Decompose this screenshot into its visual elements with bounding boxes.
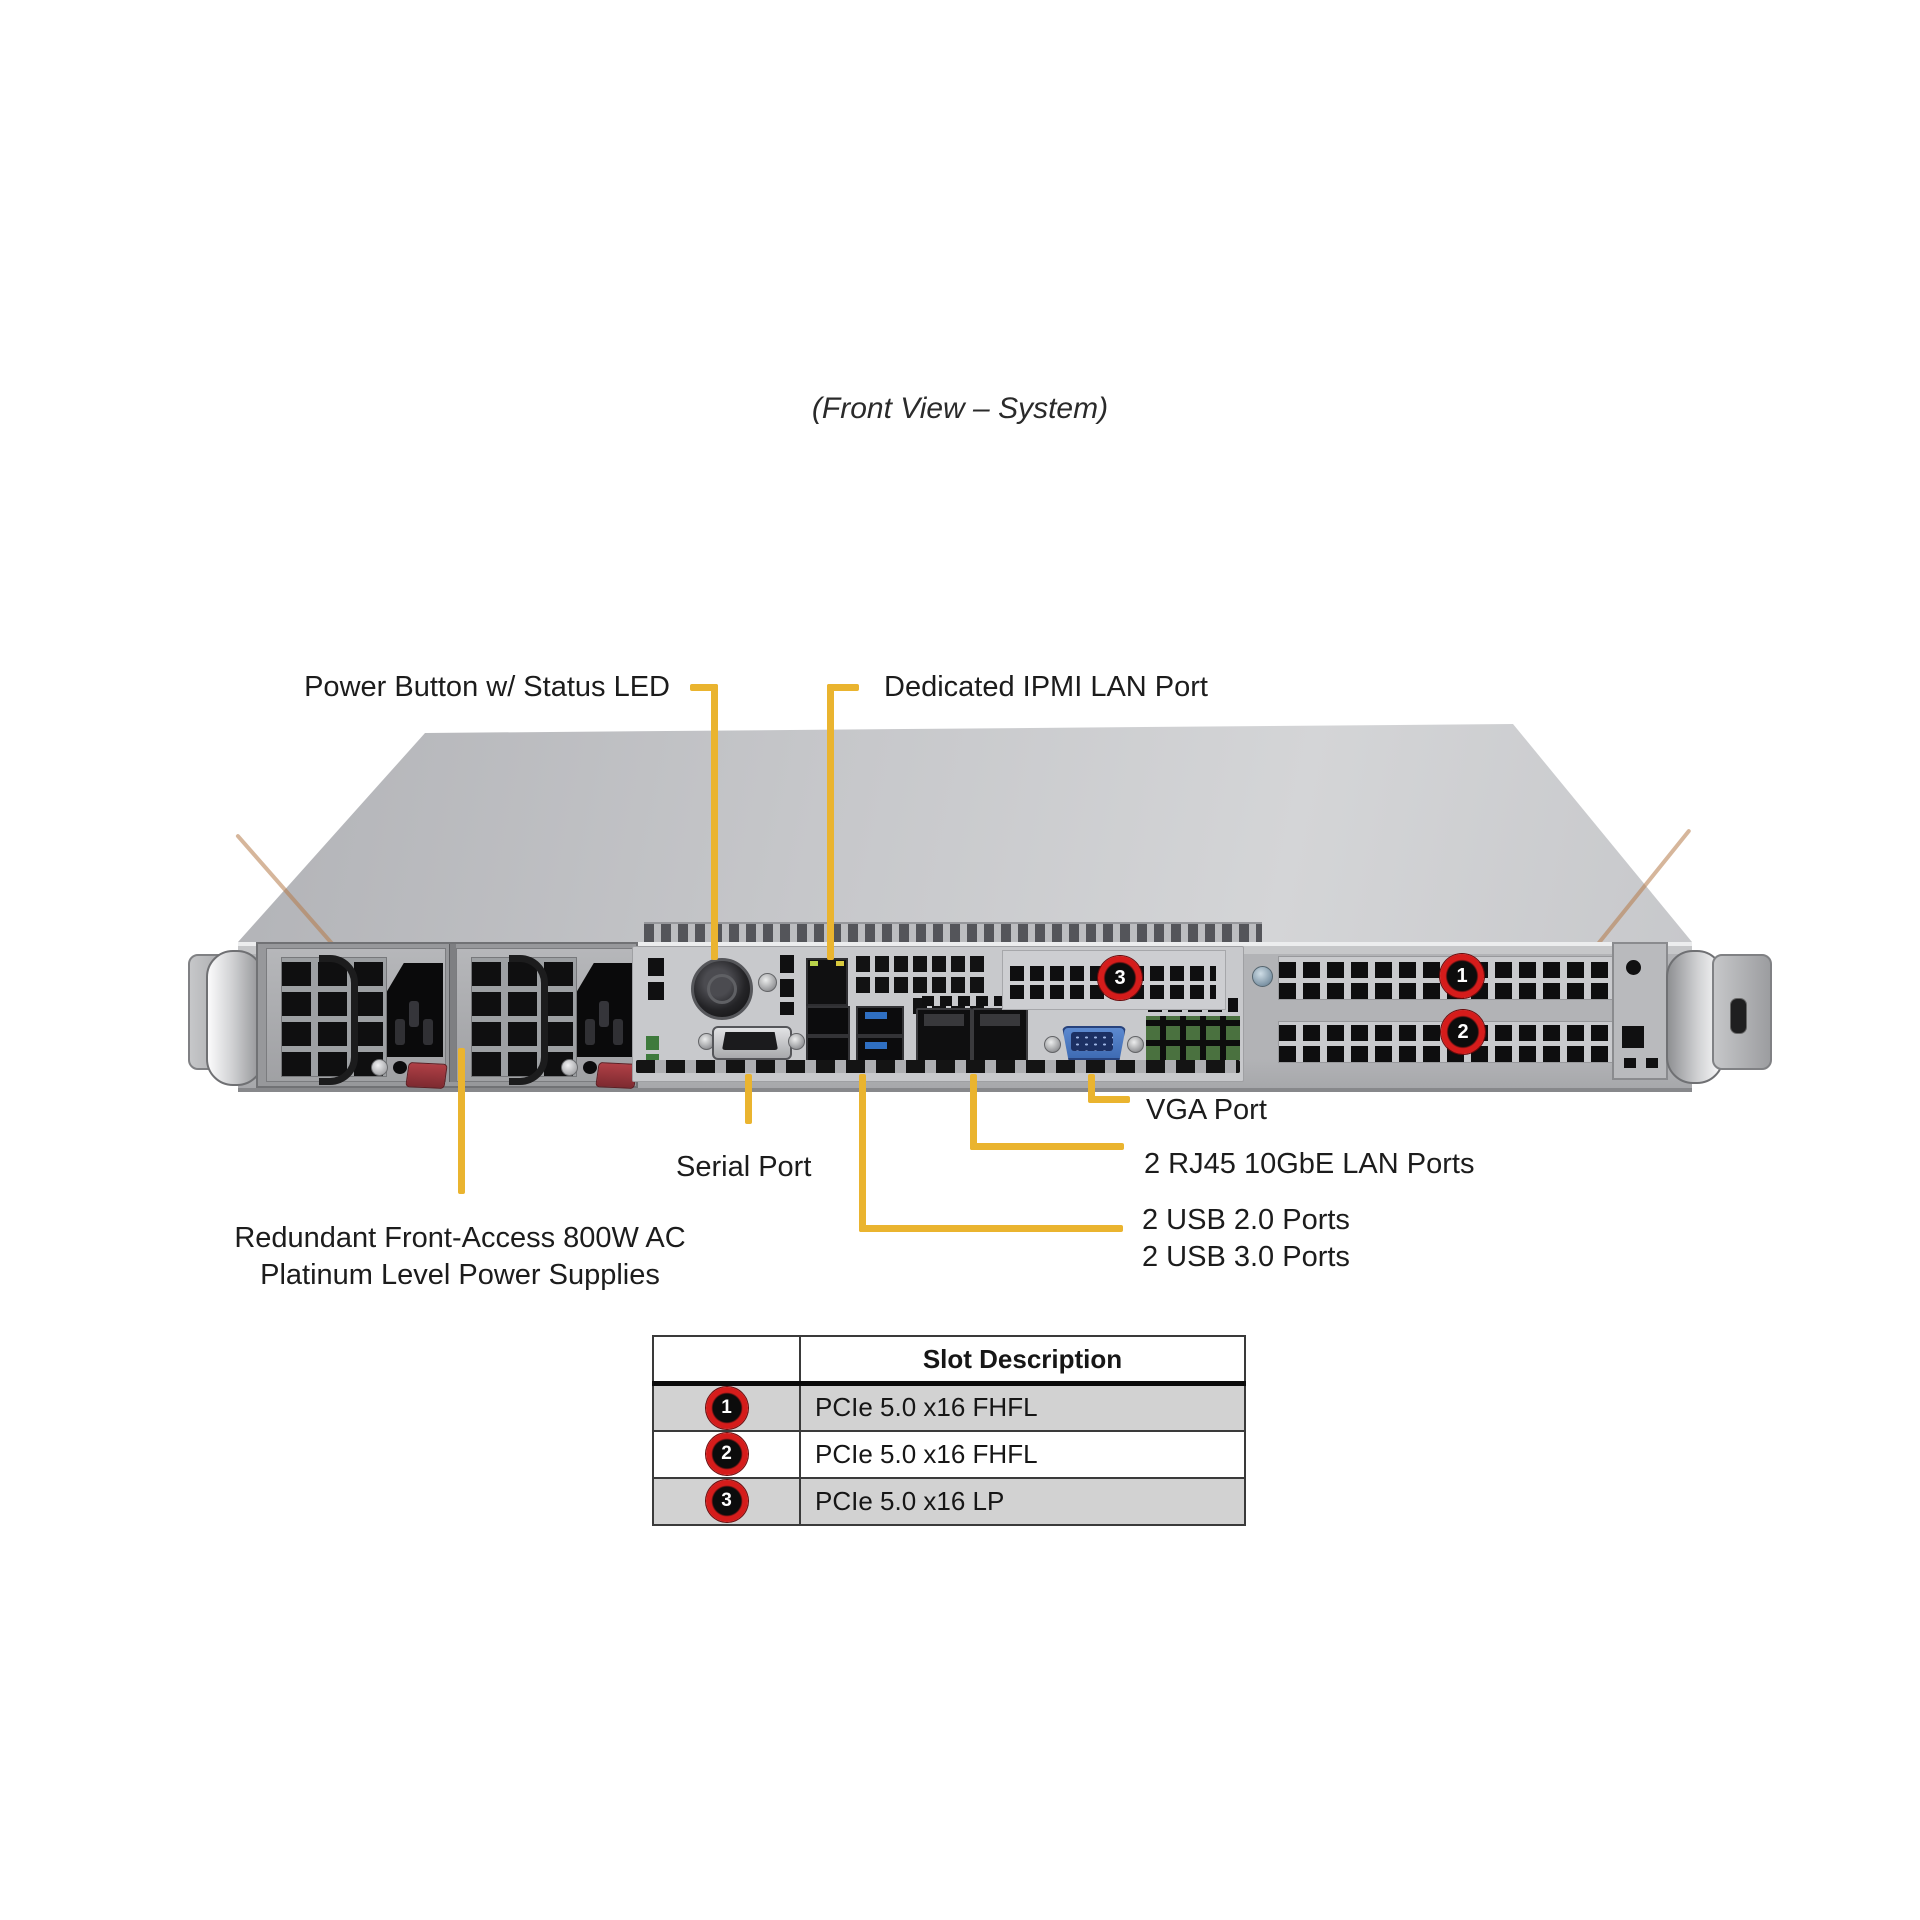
usb2-port-1 <box>806 1006 850 1036</box>
table-header-row: Slot Description <box>652 1335 1246 1386</box>
slot-description-cell: PCIe 5.0 x16 FHFL <box>799 1382 1246 1432</box>
psu1-status-led <box>371 1059 388 1076</box>
slot-badge-cell: 3 <box>652 1476 801 1526</box>
serial-port-pins <box>722 1032 778 1050</box>
slot-description-cell: PCIe 5.0 x16 LP <box>799 1476 1246 1526</box>
psu1-wire-handle <box>319 955 358 1085</box>
power-supply-2 <box>456 948 638 1090</box>
usb3-blue-tongue <box>865 1012 887 1019</box>
diagram-title: (Front View – System) <box>811 392 1109 425</box>
latch-cutout <box>1624 1058 1636 1068</box>
chassis-top-cover <box>238 724 1692 942</box>
ipmi-label: Dedicated IPMI LAN Port <box>884 671 1208 703</box>
vga-screw-right <box>1127 1036 1144 1053</box>
callout-line-power <box>711 684 718 960</box>
psu2-vent-hole <box>583 1061 597 1074</box>
callout-line-rj45 <box>970 1074 977 1150</box>
slot-description-table: Slot Description 1 PCIe 5.0 x16 FHFL 2 P… <box>652 1335 1246 1526</box>
rj45-label: 2 RJ45 10GbE LAN Ports <box>1144 1148 1475 1180</box>
io-vent-row <box>922 996 1012 1006</box>
slot-1-badge-number: 1 <box>1456 964 1468 987</box>
vga-label: VGA Port <box>1146 1094 1267 1126</box>
lan-port-1 <box>916 1008 972 1062</box>
latch-cutout <box>1646 1058 1658 1068</box>
io-cutout <box>780 955 794 973</box>
io-cutout <box>780 1002 794 1015</box>
io-cutout <box>780 979 794 997</box>
callout-line-rj45-h <box>970 1143 1124 1150</box>
psu1-ac-inlet <box>387 963 443 1057</box>
slot-3-table-badge: 3 <box>705 1480 748 1522</box>
power-button-label: Power Button w/ Status LED <box>304 671 670 703</box>
usb-label: 2 USB 2.0 Ports 2 USB 3.0 Ports <box>1142 1202 1350 1276</box>
psu1-vent-hole <box>393 1061 407 1074</box>
usb3-label-line: 2 USB 3.0 Ports <box>1142 1241 1350 1273</box>
panel-screw <box>758 973 777 992</box>
badge-number: 1 <box>721 1396 732 1418</box>
latch-cutout <box>1622 1026 1644 1048</box>
power-button <box>691 958 753 1020</box>
psu-label-line2: Platinum Level Power Supplies <box>260 1259 660 1291</box>
table-header-cell: Slot Description <box>799 1335 1246 1386</box>
usb2-label-line: 2 USB 2.0 Ports <box>1142 1204 1350 1236</box>
io-pin-header <box>1146 1016 1240 1060</box>
psu-bay-divider <box>449 944 456 1082</box>
io-bottom-vent-strip <box>636 1060 1240 1073</box>
rack-ear-right-hole <box>1730 998 1747 1034</box>
slot-badge-cell: 1 <box>652 1382 801 1432</box>
chassis-right-latch <box>1612 942 1668 1080</box>
callout-line-usb <box>859 1074 866 1232</box>
psu-label: Redundant Front-Access 800W AC Platinum … <box>170 1220 750 1294</box>
usb3-blue-tongue <box>865 1042 887 1049</box>
callout-line-ipmi <box>827 684 834 960</box>
table-row: 1 PCIe 5.0 x16 FHFL <box>652 1382 1246 1432</box>
io-left-header <box>646 1036 659 1050</box>
callout-line-vga <box>1088 1074 1095 1101</box>
callout-line-usb-h <box>859 1225 1123 1232</box>
callout-line-vga-h <box>1088 1096 1130 1103</box>
badge-number: 3 <box>721 1490 732 1511</box>
slot-2-badge-number: 2 <box>1457 1020 1469 1043</box>
callout-line-ipmi-stub <box>827 684 859 691</box>
callout-line-psu <box>458 1048 465 1194</box>
slot-description-cell: PCIe 5.0 x16 FHFL <box>799 1429 1246 1479</box>
usb3-port-1 <box>856 1006 904 1036</box>
ipmi-lan-port <box>806 958 848 1006</box>
serial-label: Serial Port <box>676 1151 812 1183</box>
slot-3-badge: 3 <box>1098 956 1142 1000</box>
callout-line-serial <box>745 1074 752 1124</box>
power-supply-1 <box>266 948 448 1090</box>
callout-line-power-stub <box>690 684 718 691</box>
slot-2-badge: 2 <box>1441 1010 1485 1054</box>
table-corner-cell <box>652 1335 801 1386</box>
slot-1-badge: 1 <box>1440 954 1484 998</box>
badge-number: 2 <box>721 1443 732 1464</box>
slot-3-badge-number: 3 <box>1114 966 1126 989</box>
psu2-status-led <box>561 1059 578 1076</box>
slot-badge-cell: 2 <box>652 1429 801 1479</box>
psu2-wire-handle <box>509 955 548 1085</box>
rack-ear-right-plate <box>1712 954 1772 1070</box>
vga-screw-left <box>1044 1036 1061 1053</box>
slot-1-table-badge: 1 <box>705 1386 748 1429</box>
io-left-cutout <box>648 982 664 1000</box>
slot-area-screw <box>1252 966 1273 987</box>
psu1-release-tab <box>405 1061 448 1090</box>
rack-ear-left-handle <box>206 950 264 1086</box>
latch-hole <box>1626 960 1641 975</box>
slot-2-table-badge: 2 <box>705 1433 748 1475</box>
vga-port-pins <box>1071 1032 1113 1051</box>
table-row: 3 PCIe 5.0 x16 LP <box>652 1476 1246 1526</box>
io-left-cutout <box>648 958 664 976</box>
psu-label-line1: Redundant Front-Access 800W AC <box>234 1222 686 1254</box>
psu2-ac-inlet <box>577 963 633 1057</box>
serial-screw-right <box>788 1033 805 1050</box>
lan-port-2 <box>972 1008 1028 1062</box>
table-row: 2 PCIe 5.0 x16 FHFL <box>652 1429 1246 1479</box>
